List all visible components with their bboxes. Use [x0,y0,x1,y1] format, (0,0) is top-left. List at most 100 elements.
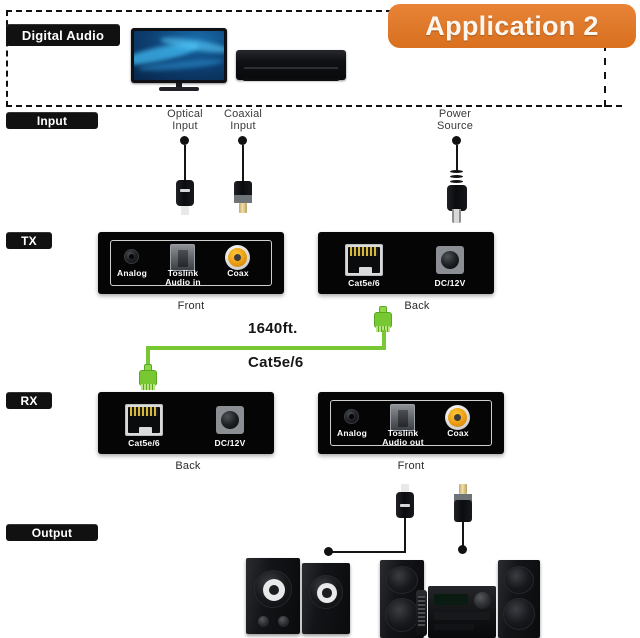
bookshelf-speaker-left-knob-1 [258,616,269,627]
tx-front-panel-outline [110,240,272,286]
tx-analog-jack-port[interactable] [124,249,139,264]
rx-front-panel-outline [330,400,492,446]
power-cable-endpoint-dot [452,136,461,145]
tx-front-panel: Analog Toslink Audio in Coax [98,232,284,294]
hifi-stereo-system [380,560,540,638]
row-label-tx-text: TX [21,233,37,248]
cat5e6-cable-horizontal [146,346,386,350]
optical-connector-label-strip [180,189,190,192]
power-cable-strain-coil-3 [450,180,463,183]
hifi-speaker-right-tweeter [504,566,534,594]
row-label-rx: RX [6,392,52,409]
output-optical-label-strip [400,504,410,507]
tx-back-side-caption: Back [404,300,430,312]
optical-connector-tip [181,206,189,215]
power-cable-wire [456,145,458,172]
rx-dc12v-power-port[interactable] [216,406,244,434]
tv-device [131,28,227,91]
coaxial-cable-endpoint-dot [238,136,247,145]
tx-analog-label: Analog [116,268,147,278]
rx-cat5e6-label: Cat5e/6 [128,438,160,448]
optical-cable-wire [184,145,186,182]
rx-rj45-notch [139,427,152,433]
output-optical-wire-horizontal [328,551,406,553]
output-coax-endpoint-dot [458,545,467,554]
source-region-dashed-right-edge [604,44,606,107]
hifi-display-screen [434,594,468,605]
rx-coax-rca-port[interactable] [445,405,470,430]
coaxial-input-caption: Coaxial Input [214,108,272,132]
cat5e6-connector-tx-pins [376,326,390,332]
rx-analog-jack-port[interactable] [344,409,359,424]
rx-cat5e6-rj45-port[interactable] [125,404,163,436]
hifi-speaker-right-woofer [503,598,535,630]
bluray-player-device [236,50,346,81]
hifi-disc-tray[interactable] [434,612,490,620]
rx-toslink-port[interactable] [390,404,415,431]
hifi-remote-control[interactable] [416,590,427,636]
coaxial-connector-gold-tip [239,203,247,213]
tx-rj45-notch [359,267,372,273]
power-cable-strain-coil-2 [450,175,463,178]
link-distance-label: 1640ft. [248,320,298,337]
cat5e6-cable-vertical-left [146,346,150,368]
output-optical-endpoint-dot [324,547,333,556]
tx-rj45-cavity [348,247,380,273]
rx-rj45-cavity [128,407,160,433]
hifi-speaker-left-woofer [385,598,419,632]
bookshelf-speaker-left-knob-2 [278,616,289,627]
tx-dc12v-label: DC/12V [434,278,466,288]
application-banner: Application 2 [388,4,636,48]
tx-coax-label: Coax [227,268,249,278]
rx-rj45-pins [130,407,158,416]
rx-front-side-caption: Front [397,460,425,472]
power-connector-body [447,185,467,211]
row-label-input: Input [6,112,98,129]
row-label-output: Output [6,524,98,541]
optical-cable-endpoint-dot [180,136,189,145]
tx-cat5e6-rj45-port[interactable] [345,244,383,276]
tx-toslink-port[interactable] [170,244,195,271]
tx-cat5e6-label: Cat5e/6 [348,278,380,288]
row-label-input-text: Input [36,113,68,128]
application-banner-label: Application 2 [425,10,599,41]
source-region-dashed-border [6,10,622,107]
bookshelf-speaker-right-woofer [309,575,343,609]
tv-bezel [131,28,227,83]
digital-audio-tag-label: Digital Audio [21,27,105,43]
row-label-output-text: Output [31,525,73,540]
output-coax-connector-collar [454,494,472,502]
hifi-button-row[interactable] [434,624,474,630]
optical-input-caption-line2: Input [172,120,198,132]
tx-dc12v-power-port[interactable] [436,246,464,274]
rx-analog-label: Analog [336,428,367,438]
tv-stand-neck [176,83,182,88]
coaxial-input-caption-line2: Input [230,120,256,132]
tx-front-side-caption: Front [177,300,205,312]
rx-coax-label: Coax [447,428,469,438]
output-coax-connector-body [454,500,472,522]
coaxial-cable-wire [242,145,244,182]
output-optical-connector-tip [401,484,409,493]
cat5e6-connector-tx-end [372,306,394,332]
output-coax-connector-gold-tip [459,484,467,494]
tx-back-panel: Cat5e/6 DC/12V [318,232,494,294]
optical-input-caption: Optical Input [156,108,214,132]
rx-front-panel: Analog Toslink Audio out Coax [318,392,504,454]
hifi-volume-knob[interactable] [474,592,491,609]
hifi-speaker-right [498,560,540,638]
optical-input-caption-line1: Optical [167,108,203,120]
tx-toslink-label-line2: Audio in [165,277,201,287]
tv-stand-base [159,87,199,91]
output-optical-wire-vertical [404,518,406,553]
rx-toslink-label-line1: Toslink [387,428,419,438]
bluray-disc-slot [244,67,338,69]
power-connector-barrel-tip [452,209,461,223]
cat5e6-cable-vertical-right [382,330,386,350]
tx-rj45-pins [350,247,378,256]
tx-coax-rca-port[interactable] [225,245,250,270]
rx-back-side-caption: Back [175,460,201,472]
digital-audio-tag: Digital Audio [6,24,120,46]
cat5e6-connector-rx-end [137,364,159,390]
